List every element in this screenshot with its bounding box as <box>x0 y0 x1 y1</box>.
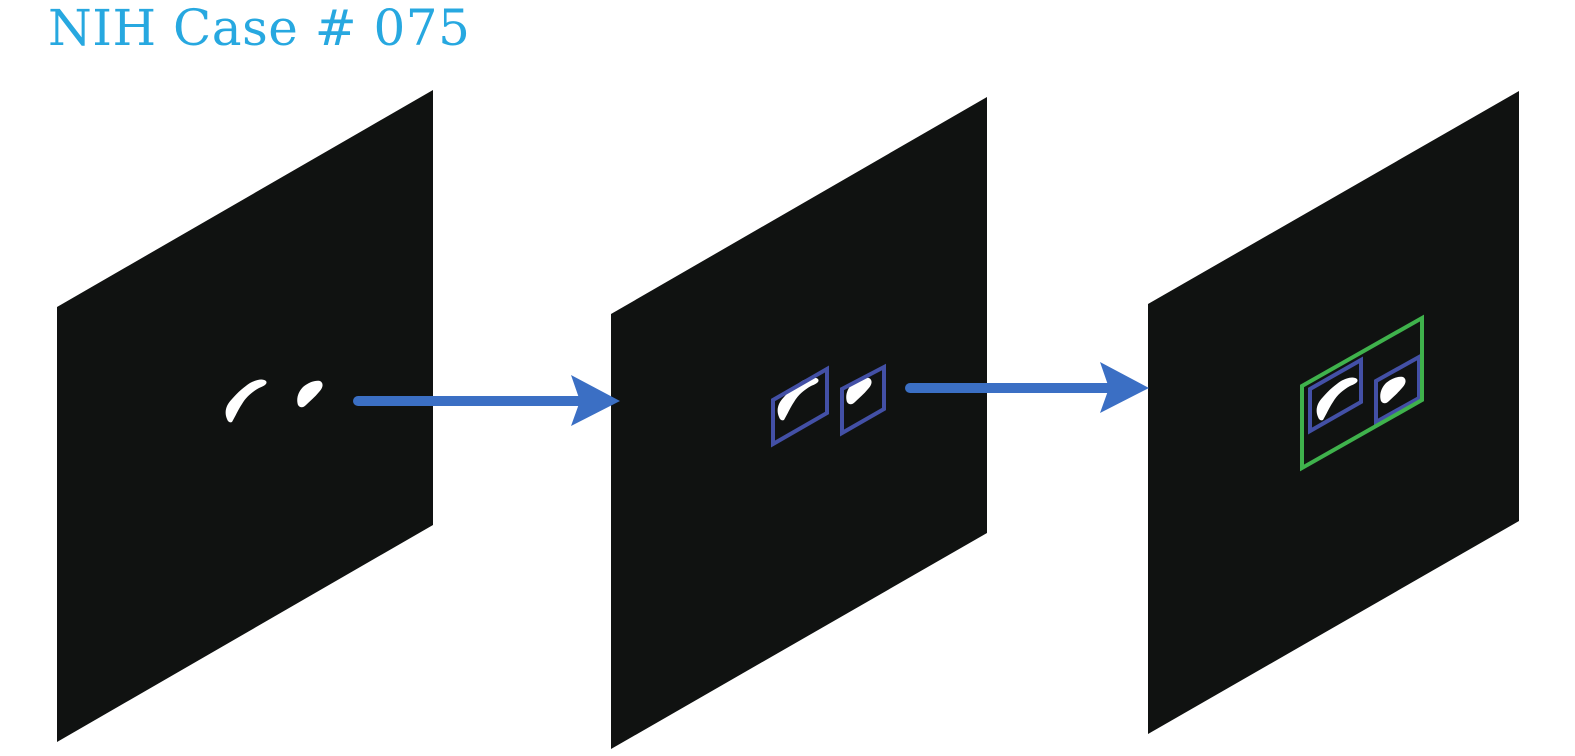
arrow-1 <box>353 375 620 426</box>
organ-box-small-3 <box>1374 353 1421 426</box>
slice-2-plane <box>611 97 987 749</box>
case-title: NIH Case # 075 <box>48 0 471 57</box>
slice-1-plane <box>57 90 433 742</box>
slice-3-plane <box>1148 91 1519 734</box>
slice-1 <box>57 90 433 742</box>
arrow-2 <box>905 362 1149 413</box>
organ-box-small-2 <box>840 363 886 437</box>
slice-2 <box>611 97 987 749</box>
union-box-3 <box>1300 314 1424 472</box>
slice-3 <box>1148 91 1519 734</box>
organ-box-large-2 <box>771 365 829 448</box>
organ-box-large-3 <box>1308 356 1363 435</box>
